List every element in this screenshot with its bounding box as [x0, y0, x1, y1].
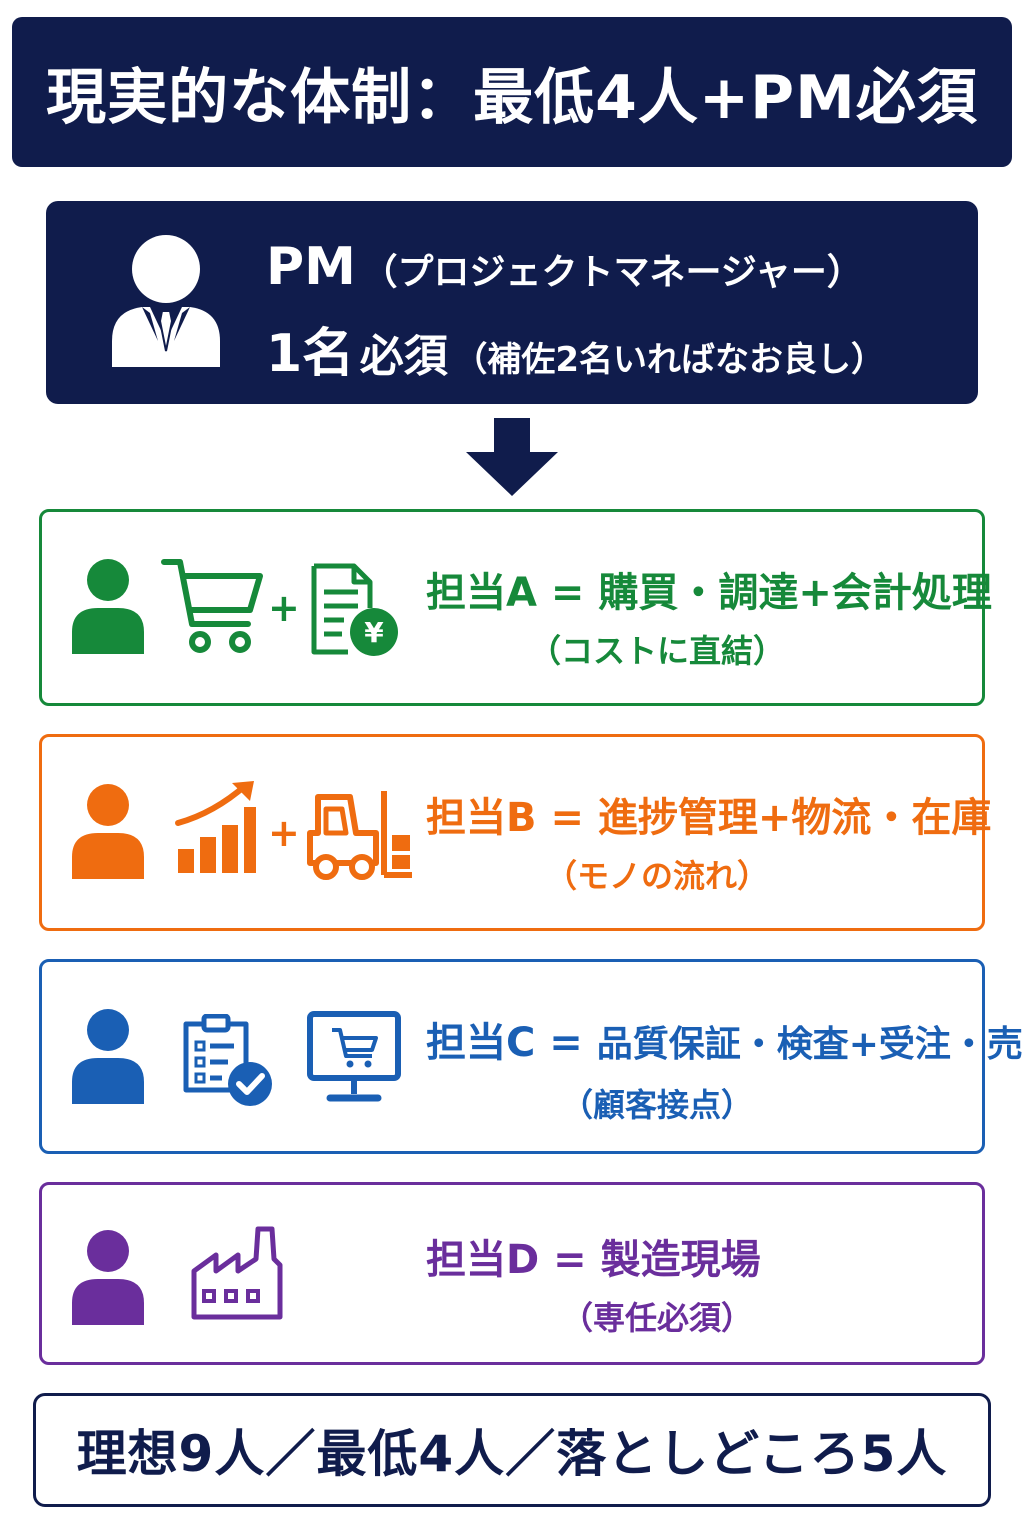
forklift-icon [307, 791, 412, 880]
summary-text: 理想9人／最低4人／落としどころ5人 [76, 1425, 948, 1483]
role-sub-b: （モノの流れ） [544, 857, 769, 895]
role-duty: 製造現場 [600, 1237, 761, 1283]
summary-box: 理想9人／最低4人／落としどころ5人 [33, 1393, 991, 1507]
page-title: 現実的な体制：最低4人+PM必須 [46, 62, 978, 133]
person-icon [72, 1009, 144, 1104]
role-card-c: 担当C = 品質保証・検査+受注・売上 （顧客接点） [39, 959, 1024, 1154]
role-duty: 品質保証・検査+受注・売上 [596, 1024, 1024, 1065]
role-card-b: + 担当B = 進捗管理+物流・在庫 （モノの流れ） [39, 734, 991, 931]
role-title-d: 担当D = 製造現場 [426, 1227, 761, 1285]
pm-title: PM （プロジェクトマネージャー） [266, 237, 863, 297]
role-title-c: 担当C = 品質保証・検査+受注・売上 [426, 1010, 1024, 1068]
pm-role-jp: （プロジェクトマネージャー） [361, 252, 863, 293]
factory-icon [191, 1226, 283, 1320]
plus-sign: + [268, 811, 300, 855]
title-banner: 現実的な体制：最低4人+PM必須 [12, 17, 1012, 167]
role-label: 担当A [426, 570, 537, 616]
role-sub-d: （専任必須） [560, 1299, 753, 1337]
growth-chart-icon [175, 781, 256, 873]
pm-required: 必須 [359, 331, 448, 382]
person-icon [72, 559, 144, 654]
role-card-a: + ¥ 担当A = 購買・調達+会計処理 （コストに直結） [39, 509, 992, 706]
role-sub-c: （顧客接点） [560, 1086, 753, 1124]
checklist-icon [183, 1014, 272, 1106]
pm-note: （補佐2名いればなお良し） [453, 340, 886, 380]
businessman-icon [112, 235, 220, 367]
pm-role-en: PM [266, 237, 356, 297]
plus-sign: + [268, 586, 300, 630]
pm-requirement: 1名 必須 （補佐2名いればなお良し） [266, 311, 885, 386]
person-icon [72, 1230, 144, 1325]
shopping-cart-icon [161, 559, 263, 653]
role-equals: = [550, 795, 584, 841]
role-title-b: 担当B = 進捗管理+物流・在庫 [426, 785, 991, 843]
pm-box: PM （プロジェクトマネージャー） 1名 必須 （補佐2名いればなお良し） [46, 201, 978, 404]
pm-count: 1名 [266, 324, 355, 384]
yen-symbol: ¥ [364, 616, 384, 649]
person-icon [72, 784, 144, 879]
online-shop-monitor-icon [307, 1011, 401, 1102]
down-arrow-icon [466, 418, 558, 496]
role-title-a: 担当A = 購買・調達+会計処理 [426, 560, 992, 618]
role-duty: 購買・調達+会計処理 [598, 570, 992, 616]
role-sub-a: （コストに直結） [528, 632, 785, 670]
role-equals: = [550, 570, 585, 616]
role-label: 担当B [426, 795, 537, 841]
role-equals: = [553, 1237, 587, 1283]
role-label: 担当C [426, 1020, 536, 1066]
role-card-d: 担当D = 製造現場 （専任必須） [39, 1182, 985, 1365]
yen-invoice-icon: ¥ [311, 563, 398, 656]
role-duty: 進捗管理+物流・在庫 [597, 795, 992, 841]
role-label: 担当D [426, 1237, 540, 1283]
role-equals: = [549, 1020, 583, 1066]
